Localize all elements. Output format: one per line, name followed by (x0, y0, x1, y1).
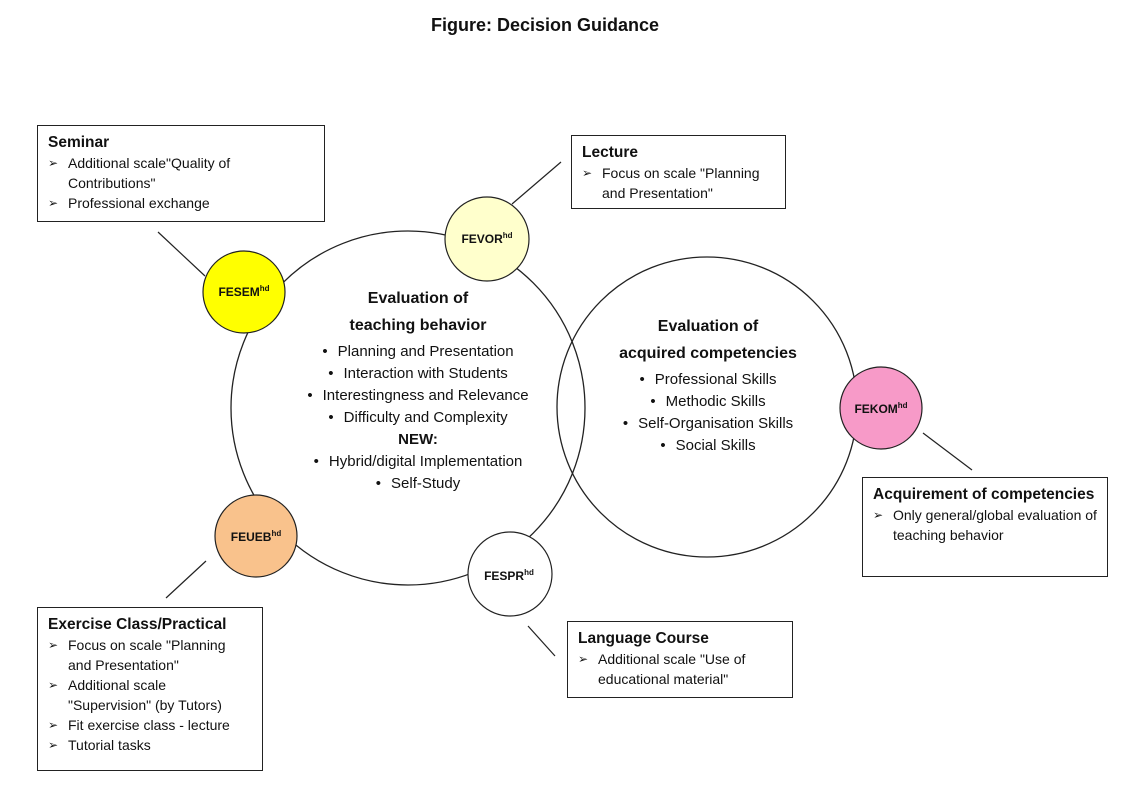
connector-language (527, 625, 556, 657)
language-box: Language Course Additional scale "Use of… (567, 621, 793, 698)
fevor-node (444, 196, 530, 282)
new-label: NEW: (398, 431, 438, 448)
acquirement-item: Only general/global evaluation of teachi… (873, 505, 1097, 545)
teaching-new-item: Hybrid/digital Implementation (268, 451, 568, 473)
connector-acquirement (922, 432, 973, 471)
fespr-label: FESPRhd (484, 568, 534, 583)
fevor-label: FEVORhd (461, 231, 513, 246)
fespr-node (467, 531, 553, 617)
exercise-item: Tutorial tasks (48, 735, 252, 755)
fekom-label: FEKOMhd (854, 401, 908, 416)
fekom-node (839, 366, 923, 450)
exercise-item: Focus on scale "Planning and Presentatio… (48, 635, 252, 675)
competencies-content: Evaluation of acquired competencies Prof… (578, 313, 838, 457)
competency-item: Social Skills (578, 435, 838, 457)
exercise-box: Exercise Class/Practical Focus on scale … (37, 607, 263, 771)
lecture-title: Lecture (582, 144, 638, 161)
competencies-heading-line1: Evaluation of (657, 318, 759, 335)
seminar-title: Seminar (48, 134, 110, 151)
exercise-item: Additional scale "Supervision" (by Tutor… (48, 675, 252, 715)
connector-exercise (165, 560, 207, 599)
teaching-item: Interestingness and Relevance (268, 385, 568, 407)
acquirement-box: Acquirement of competencies Only general… (862, 477, 1108, 577)
seminar-box: Seminar Additional scale"Quality of Cont… (37, 125, 325, 222)
fesem-node (202, 250, 286, 334)
feueb-label: FEUEBhd (230, 529, 282, 544)
teaching-content: Evaluation of teaching behavior Planning… (268, 285, 568, 495)
connector-lecture (511, 161, 562, 205)
teaching-item: Interaction with Students (268, 363, 568, 385)
competency-item: Self-Organisation Skills (578, 413, 838, 435)
exercise-title: Exercise Class/Practical (48, 616, 227, 633)
language-item: Additional scale "Use of educational mat… (578, 649, 782, 689)
figure-title: Figure: Decision Guidance (430, 15, 660, 35)
teaching-heading-line1: Evaluation of (367, 290, 469, 307)
teaching-heading-line2: teaching behavior (349, 317, 487, 334)
connector-seminar (157, 231, 206, 277)
competency-item: Professional Skills (578, 369, 838, 391)
competencies-heading-line2: acquired competencies (619, 345, 797, 362)
acquirement-title: Acquirement of competencies (873, 486, 1095, 503)
seminar-item: Professional exchange (48, 193, 314, 213)
competency-item: Methodic Skills (578, 391, 838, 413)
language-title: Language Course (578, 630, 709, 647)
feueb-node (214, 494, 298, 578)
teaching-new-item: Self-Study (268, 473, 568, 495)
teaching-item: Difficulty and Complexity (268, 407, 568, 429)
exercise-item: Fit exercise class - lecture (48, 715, 252, 735)
fesem-label: FESEMhd (218, 284, 270, 299)
lecture-item: Focus on scale "Planning and Presentatio… (582, 163, 775, 203)
teaching-item: Planning and Presentation (268, 341, 568, 363)
seminar-item: Additional scale"Quality of Contribution… (48, 153, 314, 193)
lecture-box: Lecture Focus on scale "Planning and Pre… (571, 135, 786, 209)
